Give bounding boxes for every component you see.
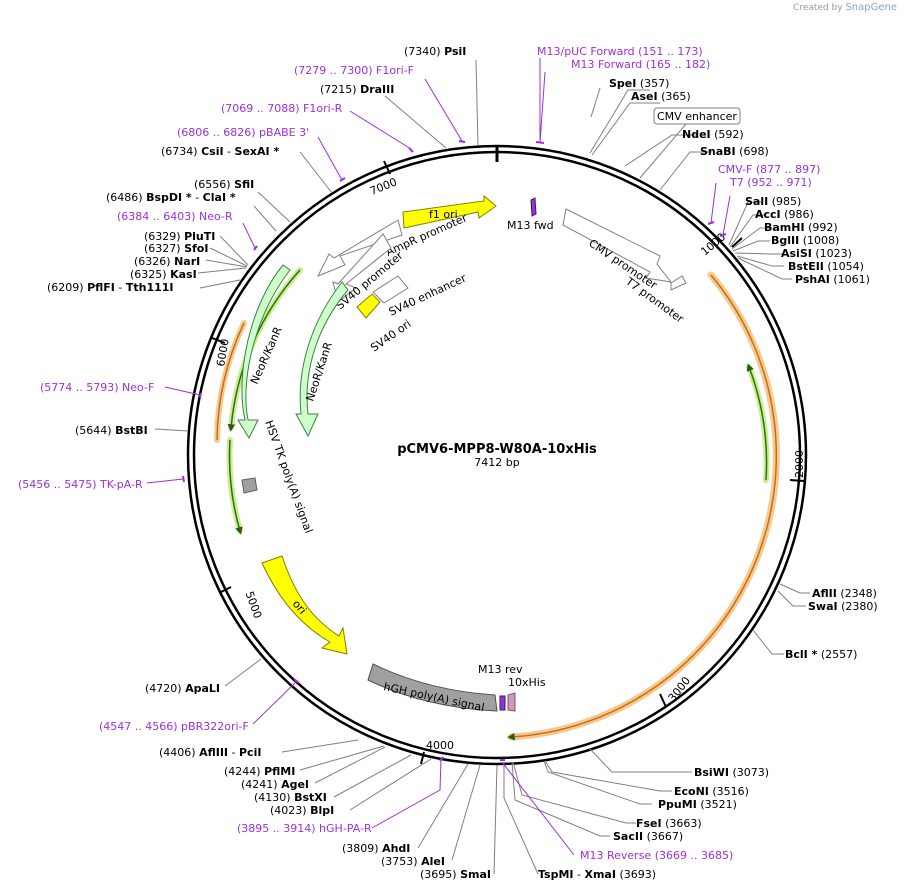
green-orf-left-2 <box>228 439 243 535</box>
f1-ori-arrow <box>402 194 497 229</box>
sv40-ori-label: SV40 ori <box>368 317 413 354</box>
site-aflii: AflII (2348) <box>812 587 877 600</box>
site-leaders-left <box>154 59 498 875</box>
site-asei: AseI (365) <box>631 90 691 103</box>
green-orf-right <box>746 363 768 481</box>
site-ahdi: (3809) AhdI <box>342 842 410 855</box>
m13-fwd-label: M13 fwd <box>507 219 554 232</box>
site-ppumi: PpuMI (3521) <box>658 798 737 811</box>
site-bcli: BclI * (2557) <box>785 648 857 661</box>
site-csii: (6734) CsiI - SexAI * <box>161 145 279 158</box>
site-bamhi: BamHI (992) <box>764 221 838 234</box>
primer-hgh-pa-r: (3895 .. 3914) hGH-PA-R <box>237 822 372 835</box>
neor-kanr-outer-arrow <box>237 264 291 440</box>
features: f1 ori AmpR promoter SV40 promoter SV40 … <box>237 194 687 714</box>
primer-labels: (7279 .. 7300) F1ori-F (7069 .. 7088) F1… <box>18 45 820 862</box>
sv40-promoter-arrow <box>332 233 392 303</box>
site-draiii: (7215) DraIII <box>320 83 394 96</box>
cmv-promoter-arrow <box>562 208 673 283</box>
primer-tk-pa-r: (5456 .. 5475) TK-pA-R <box>18 478 143 491</box>
site-bstxi: (4130) BstXI <box>254 791 327 804</box>
primer-neo-f: (5774 .. 5793) Neo-F <box>40 381 154 394</box>
site-labels-left: (7340) PsiI (7215) DraIII (6734) CsiI - … <box>47 45 491 881</box>
site-bstbi: (5644) BstBI <box>75 424 148 437</box>
snapgene-logo: SnapGene <box>845 2 897 13</box>
site-pluti: (6329) PluTI <box>144 230 215 243</box>
mpp8-orf-arc <box>507 271 780 741</box>
primer-cmv-f: CMV-F (877 .. 897) <box>718 163 820 176</box>
site-afliii: (4406) AflIII - PciI <box>159 746 261 759</box>
site-smai: (3695) SmaI <box>420 868 491 881</box>
neor-kanr-inner-arrow <box>295 281 349 438</box>
sv40-ori-box <box>356 293 381 319</box>
primer-f1ori-f: (7279 .. 7300) F1ori-F <box>294 64 414 77</box>
site-nari: (6326) NarI <box>134 255 200 268</box>
site-kasi: (6325) KasI <box>130 268 197 281</box>
mpp8-orf-line <box>507 274 778 741</box>
ampr-promoter-arrow <box>316 219 403 277</box>
site-spei: SpeI (357) <box>609 77 669 90</box>
site-apali: (4720) ApaLI <box>145 682 220 695</box>
his-tag-box <box>507 692 516 712</box>
m13-fwd-box <box>530 197 537 217</box>
his-tag-label: 10xHis <box>508 676 546 689</box>
hgh-polya-box <box>367 663 498 712</box>
site-acci: AccI (986) <box>755 208 814 221</box>
primer-f1ori-r: (7069 .. 7088) F1ori-R <box>221 102 343 115</box>
site-sali: SalI (985) <box>745 195 801 208</box>
site-sfii: (6556) SfiI <box>194 178 254 191</box>
site-bsiwi: BsiWI (3073) <box>694 766 769 779</box>
f1-ori-label: f1 ori <box>429 208 458 221</box>
site-tspmi: TspMI - XmaI (3693) <box>538 868 656 881</box>
primer-pbabe3: (6806 .. 6826) pBABE 3' <box>177 126 309 139</box>
snapgene-credit: Created by SnapGene <box>793 2 897 13</box>
primer-leaders <box>146 58 731 856</box>
site-labels-right: SpeI (357) AseI (365) NdeI (592) SnaBI (… <box>538 77 878 881</box>
ori-arrow <box>261 555 348 655</box>
site-blpi: (4023) BlpI <box>270 804 334 817</box>
site-pshai: PshAI (1061) <box>795 273 870 286</box>
primer-pbr322ori-f: (4547 .. 4566) pBR322ori-F <box>99 720 249 733</box>
primer-m13-puc-forward: M13/pUC Forward (151 .. 173) <box>537 45 703 58</box>
tick-label-2000: 2000 <box>793 450 806 478</box>
sv40-enhancer-box <box>372 275 409 304</box>
site-asisi: AsiSI (1023) <box>781 247 852 260</box>
site-leaders-right <box>503 87 810 875</box>
site-pflfi: (6209) PflFI - Tth111I <box>47 281 174 294</box>
site-alei: (3753) AleI <box>381 855 445 868</box>
primer-m13-reverse: M13 Reverse (3669 .. 3685) <box>580 849 733 862</box>
site-swai: SwaI (2380) <box>808 600 878 613</box>
site-sacii: SacII (3667) <box>613 830 683 843</box>
cmv-enhancer-box-label: CMV enhancer <box>657 110 737 123</box>
primer-neo-r: (6384 .. 6403) Neo-R <box>117 210 233 223</box>
m13-rev-box <box>499 695 506 711</box>
hsv-tk-box <box>241 477 258 494</box>
cmv-enhancer-callout: CMV enhancer <box>639 107 741 179</box>
t7-promoter-box <box>670 275 687 291</box>
credit-prefix: Created by <box>793 3 843 13</box>
site-bglii: BglII (1008) <box>771 234 839 247</box>
site-ndei: NdeI (592) <box>682 128 744 141</box>
plasmid-name: pCMV6-MPP8-W80A-10xHis <box>397 442 597 457</box>
plasmid-length: 7412 bp <box>474 456 519 469</box>
hsv-tk-label: HSV TK poly(A) signal <box>262 419 315 535</box>
primer-t7: T7 (952 .. 971) <box>729 176 812 189</box>
backbone <box>186 144 808 766</box>
site-bsteii: BstEII (1054) <box>788 260 864 273</box>
tick-label-5000: 5000 <box>243 590 265 621</box>
site-snabi: SnaBI (698) <box>700 145 769 158</box>
site-bspdi: (6486) BspDI * - ClaI * <box>106 191 236 204</box>
m13-rev-label: M13 rev <box>478 663 523 676</box>
site-pflmi: (4244) PflMI <box>224 765 295 778</box>
site-psii: (7340) PsiI <box>404 45 466 58</box>
site-agei: (4241) AgeI <box>241 778 309 791</box>
site-sfoi: (6327) SfoI <box>144 242 208 255</box>
primer-m13-forward: M13 Forward (165 .. 182) <box>571 58 710 71</box>
site-econi: EcoNI (3516) <box>674 785 749 798</box>
tick-label-4000: 4000 <box>426 739 454 752</box>
site-fsei: FseI (3663) <box>636 817 702 830</box>
